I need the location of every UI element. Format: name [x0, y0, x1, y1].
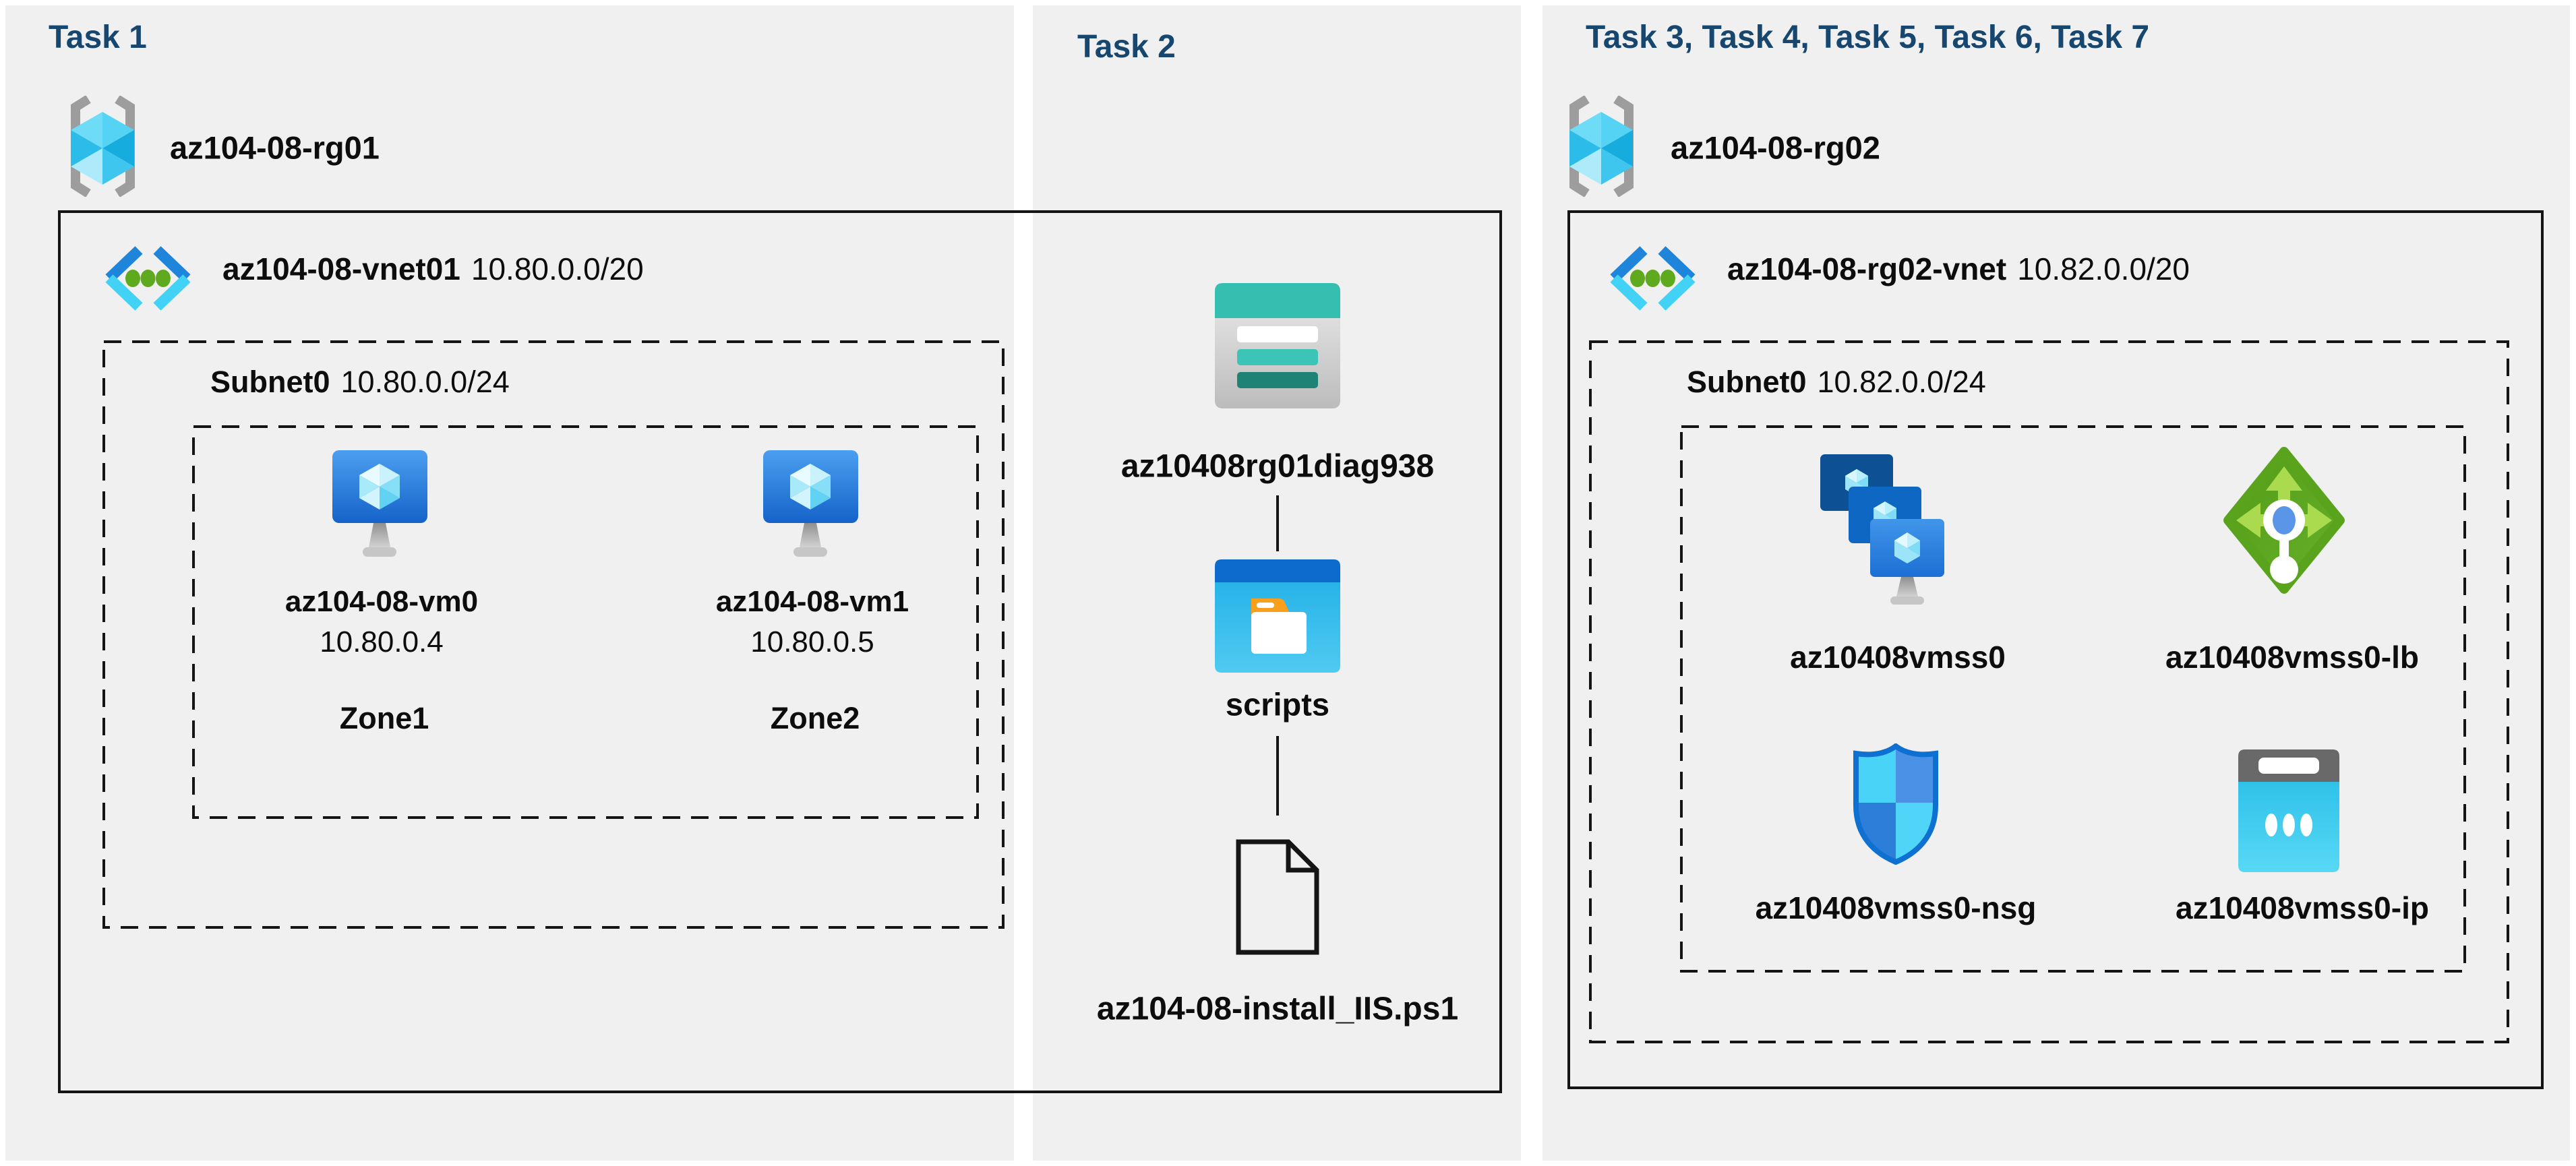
subnet2-cidr: 10.82.0.0/24 [1817, 365, 1986, 399]
resources-group-box [1680, 425, 2466, 973]
script-file-icon [1233, 838, 1322, 956]
subnet1-boundary-box [102, 340, 1005, 929]
subnet2-label: Subnet0 10.82.0.0/24 [1687, 365, 1986, 400]
load-balancer-icon [2220, 446, 2348, 594]
resource-group-icon [64, 95, 142, 197]
blob-container-icon [1215, 559, 1340, 673]
vm1-ip: 10.80.0.5 [750, 625, 874, 658]
vm0-ip: 10.80.0.4 [320, 625, 444, 658]
virtual-network-icon [98, 243, 198, 313]
vnet1-label: az104-08-vnet01 10.80.0.0/20 [222, 251, 644, 287]
vnet1-boundary-box [58, 210, 1502, 1093]
virtual-network-icon [1603, 243, 1702, 313]
vm-scale-set-icon [1819, 453, 1947, 605]
vnet2-boundary-box [1567, 210, 2544, 1089]
vnet2-label: az104-08-rg02-vnet 10.82.0.0/20 [1727, 251, 2190, 287]
public-ip-icon [2238, 749, 2339, 872]
container-name: scripts [1225, 686, 1330, 723]
storage-account-name: az10408rg01diag938 [1120, 448, 1435, 485]
storage-account-icon [1215, 283, 1340, 408]
panel-task3 [1542, 5, 2570, 1161]
vm-icon [331, 449, 432, 563]
subnet2-name: Subnet0 [1687, 365, 1807, 399]
vm1-zone: Zone2 [770, 701, 860, 735]
subnet1-name: Subnet0 [210, 365, 330, 399]
panel-task1 [5, 5, 1014, 1161]
vnet2-cidr: 10.82.0.0/20 [2017, 251, 2190, 286]
connector-storage-to-container [1276, 495, 1279, 551]
resource-group-name: az104-08-rg02 [1671, 129, 1880, 166]
vnet1-cidr: 10.80.0.0/20 [471, 251, 644, 286]
network-security-group-icon [1853, 742, 1938, 865]
resource-group-name: az104-08-rg01 [170, 129, 380, 166]
vnet1-name: az104-08-vnet01 [222, 251, 460, 286]
script-file-name: az104-08-install_IIS.ps1 [1096, 991, 1459, 1027]
subnet1-cidr: 10.80.0.0/24 [340, 365, 510, 399]
zone-group-box [192, 425, 979, 819]
resource-group-icon [1563, 95, 1640, 197]
load-balancer-name: az10408vmss0-lb [2165, 640, 2419, 675]
vnet2-name: az104-08-rg02-vnet [1727, 251, 2007, 286]
task1-title: Task 1 [49, 20, 147, 55]
vm-icon [762, 449, 863, 563]
task3-title: Task 3, Task 4, Task 5, Task 6, Task 7 [1586, 20, 2150, 55]
subnet2-boundary-box [1589, 340, 2509, 1043]
connector-container-to-file [1276, 736, 1279, 816]
vmss-name: az10408vmss0 [1790, 640, 2006, 675]
vm1-name: az104-08-vm1 [715, 585, 909, 618]
task2-title: Task 2 [1077, 29, 1176, 65]
vm0-zone: Zone1 [339, 701, 429, 735]
public-ip-name: az10408vmss0-ip [2176, 890, 2429, 925]
vm0-name: az104-08-vm0 [284, 585, 479, 618]
network-security-group-name: az10408vmss0-nsg [1755, 890, 2037, 925]
subnet1-label: Subnet0 10.80.0.0/24 [210, 365, 510, 400]
